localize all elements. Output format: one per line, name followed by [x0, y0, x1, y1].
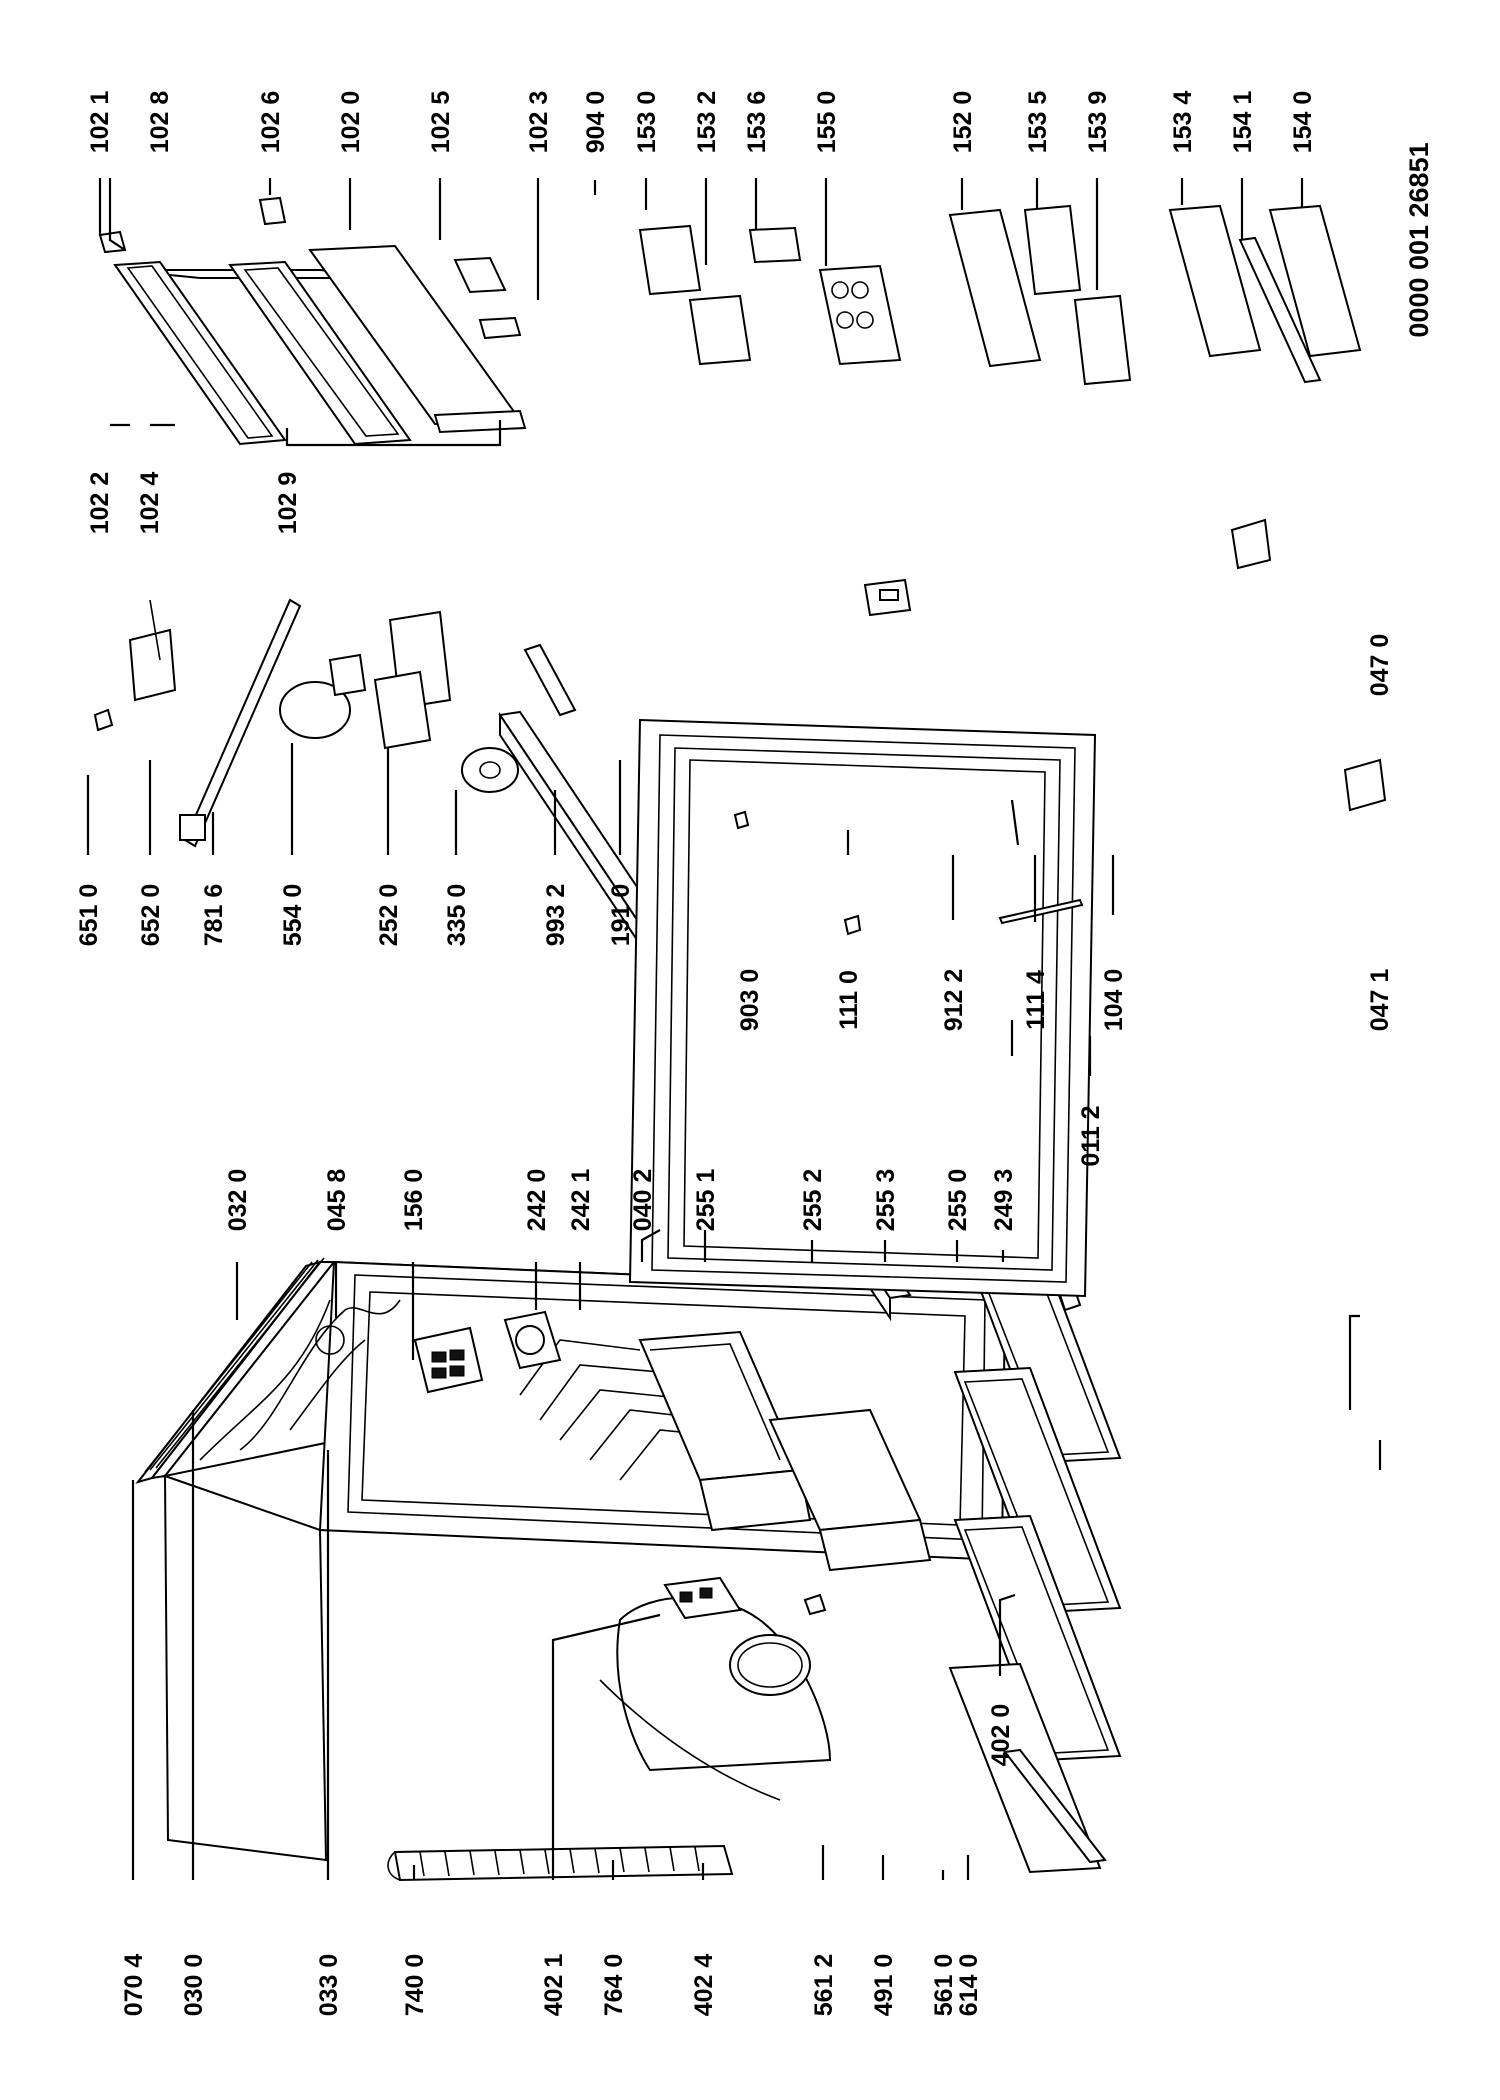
label-255-0: 255 0	[944, 1169, 972, 1232]
label-740-0: 740 0	[401, 1954, 429, 2017]
label-156-0: 156 0	[400, 1169, 428, 1232]
freezer-parts-drawing	[98, 196, 1362, 446]
label-561-0: 561 0	[930, 1954, 958, 2017]
label-102-5: 102 5	[427, 91, 455, 154]
label-651-0: 651 0	[75, 884, 103, 947]
label-554-0: 554 0	[279, 884, 307, 947]
label-335-0: 335 0	[443, 884, 471, 947]
label-781-6: 781 6	[200, 884, 228, 947]
label-102-3: 102 3	[525, 91, 553, 154]
label-153-2: 153 2	[693, 91, 721, 154]
label-111-0: 111 0	[835, 970, 863, 1030]
cabinet-drawing	[135, 1257, 1082, 1882]
label-153-6: 153 6	[743, 91, 771, 154]
label-255-3: 255 3	[872, 1169, 900, 1232]
label-032-0: 032 0	[224, 1169, 252, 1232]
label-047-1: 047 1	[1366, 969, 1394, 1032]
label-154-1: 154 1	[1229, 91, 1257, 154]
label-242-0: 242 0	[523, 1169, 551, 1232]
label-912-2: 912 2	[940, 969, 968, 1032]
label-154-0: 154 0	[1289, 91, 1317, 154]
leader-lines	[86, 178, 1382, 1880]
label-242-1: 242 1	[567, 1169, 595, 1232]
label-402-4: 402 4	[690, 1954, 718, 2017]
label-102-9: 102 9	[274, 472, 302, 535]
label-153-4: 153 4	[1169, 91, 1197, 154]
label-111-4: 111 4	[1022, 970, 1050, 1030]
label-070-4: 070 4	[120, 1954, 148, 2017]
label-249-3: 249 3	[990, 1169, 1018, 1232]
label-252-0: 252 0	[375, 884, 403, 947]
label-102-6: 102 6	[257, 91, 285, 154]
label-903-0: 903 0	[736, 969, 764, 1032]
label-102-8: 102 8	[146, 91, 174, 154]
label-102-4: 102 4	[136, 472, 164, 535]
label-153-5: 153 5	[1024, 91, 1052, 154]
label-402-0: 402 0	[987, 1704, 1015, 1767]
label-152-0: 152 0	[949, 91, 977, 154]
label-561-2: 561 2	[810, 1954, 838, 2017]
label-764-0: 764 0	[600, 1954, 628, 2017]
label-045-8: 045 8	[323, 1169, 351, 1232]
label-993-2: 993 2	[542, 884, 570, 947]
document-id: 0000 001 26851	[1404, 142, 1434, 337]
label-255-2: 255 2	[799, 1169, 827, 1232]
label-104-0: 104 0	[1100, 969, 1128, 1032]
label-047-0: 047 0	[1366, 634, 1394, 697]
door-drawing	[498, 578, 1097, 1322]
label-011-2: 011 2	[1077, 1105, 1105, 1166]
label-102-0: 102 0	[337, 91, 365, 154]
label-255-1: 255 1	[692, 1169, 720, 1232]
label-040-2: 040 2	[629, 1169, 657, 1232]
label-614-0: 614 0	[955, 1954, 983, 2017]
label-102-1: 102 1	[86, 91, 114, 154]
misc-parts-drawing	[93, 518, 1387, 936]
label-102-2: 102 2	[86, 472, 114, 535]
label-402-1: 402 1	[540, 1954, 568, 2017]
label-904-0: 904 0	[582, 91, 610, 154]
label-652-0: 652 0	[137, 884, 165, 947]
label-030-0: 030 0	[180, 1954, 208, 2017]
part-labels: 070 4 030 0 033 0 740 0 402 1 764 0 402 …	[75, 91, 1434, 2017]
label-191-0: 191 0	[607, 884, 635, 947]
label-153-9: 153 9	[1084, 91, 1112, 154]
label-155-0: 155 0	[813, 91, 841, 154]
label-491-0: 491 0	[870, 1954, 898, 2017]
label-033-0: 033 0	[315, 1954, 343, 2017]
label-153-0: 153 0	[633, 91, 661, 154]
